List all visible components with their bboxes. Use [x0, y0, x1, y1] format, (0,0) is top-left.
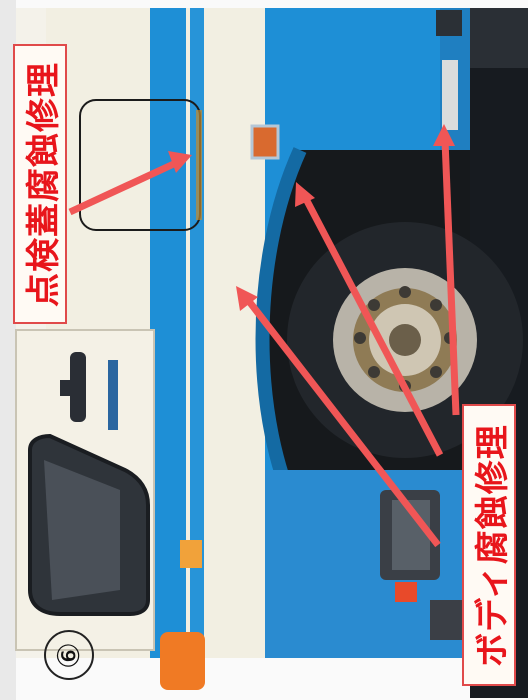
body-repair-label: ボディ腐蝕修理 — [462, 404, 516, 686]
arrow-cover — [68, 158, 180, 216]
annotation-arrows — [68, 124, 460, 548]
sequence-number-badge: ⑥ — [44, 630, 94, 680]
arrow-body-2 — [301, 195, 444, 457]
side-marker — [250, 124, 280, 160]
turn-signal — [160, 632, 205, 690]
arrow-body-3 — [441, 139, 460, 416]
door-handle — [70, 352, 86, 422]
marker-light — [180, 540, 202, 568]
inspection-cover-label: 点検蓋腐蝕修理 — [13, 44, 67, 324]
arrow-body-1 — [245, 297, 441, 548]
